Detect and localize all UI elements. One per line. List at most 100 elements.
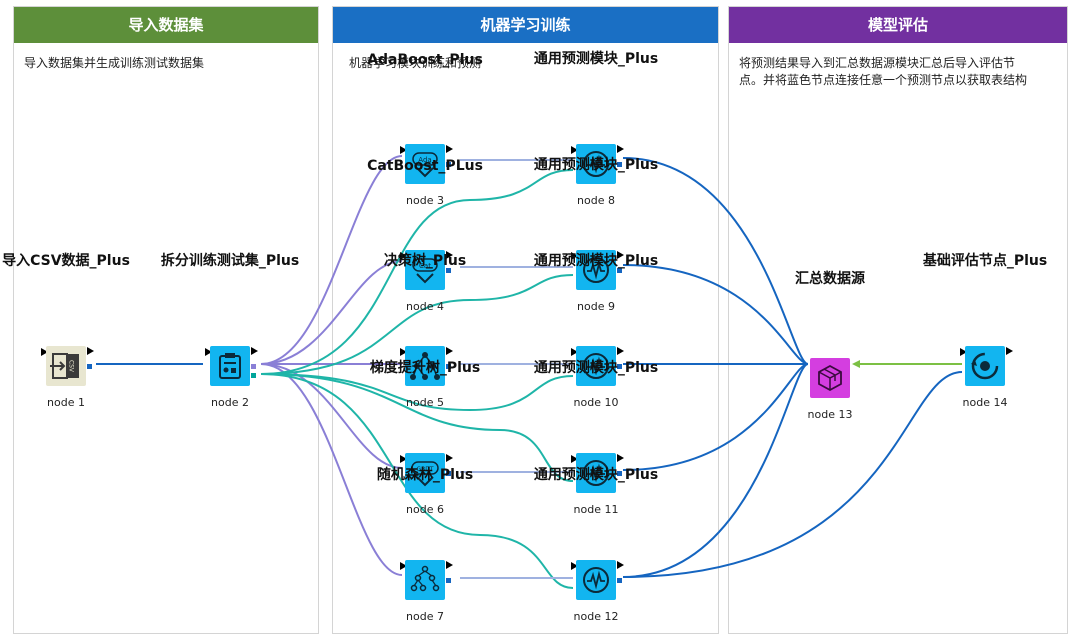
output-port[interactable] [446, 347, 453, 355]
edge-n11-n13 [622, 363, 809, 471]
predict-icon [576, 144, 616, 184]
node-title: 基础评估节点_Plus [922, 253, 1048, 269]
node-title: 拆分训练测试集_Plus [160, 253, 300, 269]
node-title: AdaBoost_Plus [367, 52, 483, 68]
svg-text:CSV: CSV [68, 360, 75, 373]
train-output-port[interactable] [251, 364, 256, 369]
node-id-label: node 8 [577, 194, 615, 207]
edge-n12-n14 [622, 371, 963, 578]
node-id-label: node 12 [573, 610, 619, 623]
evaluate-icon [965, 346, 1005, 386]
predict-icon [576, 560, 616, 600]
random-forest-icon [405, 560, 445, 600]
panel-import: 导入数据集 导入数据集并生成训练测试数据集 [13, 6, 319, 634]
panel-title: 机器学习训练 [333, 7, 718, 43]
output-port[interactable] [617, 145, 624, 153]
output-port[interactable] [617, 251, 624, 259]
node-id-label: node 7 [406, 610, 444, 623]
node-id-label: node 13 [807, 408, 853, 421]
edge-n2-n4 [260, 260, 403, 365]
output-port[interactable] [446, 145, 453, 153]
edge-n2-n3 [260, 155, 403, 365]
svg-text:GBDT: GBDT [416, 466, 433, 473]
edge-n2-n6 [260, 363, 403, 469]
edge-n2-n8 [260, 169, 574, 375]
node-id-label: node 6 [406, 503, 444, 516]
panel-description: 导入数据集并生成训练测试数据集 [24, 56, 205, 70]
node-title: 决策树_Plus [383, 253, 467, 269]
predict-icon [576, 250, 616, 290]
node-title: 通用预测模块_Plus [533, 467, 659, 483]
predict-icon [576, 346, 616, 386]
output-port[interactable] [1006, 347, 1013, 355]
input-port[interactable] [205, 348, 212, 356]
output-port[interactable] [446, 561, 453, 569]
decision-tree-icon [405, 346, 445, 386]
input-port[interactable] [571, 252, 578, 260]
test-output-port[interactable] [251, 373, 256, 378]
input-port[interactable] [571, 455, 578, 463]
edge-n9-n13 [622, 264, 809, 365]
prediction-output-port[interactable] [617, 578, 622, 583]
prediction-output-port[interactable] [617, 364, 622, 369]
output-port[interactable] [87, 347, 94, 355]
node-id-label: node 14 [962, 396, 1008, 409]
node-title: 通用预测模块_Plus [533, 360, 659, 376]
node-title: 通用预测模块_Plus [533, 51, 659, 67]
node-title: 梯度提升树_Plus [369, 360, 481, 376]
output-port[interactable] [617, 347, 624, 355]
edge-n8-n13 [622, 157, 809, 365]
input-port[interactable] [571, 348, 578, 356]
output-port[interactable] [617, 454, 624, 462]
node-id-label: node 3 [406, 194, 444, 207]
model-output-port[interactable] [446, 364, 451, 369]
model-output-port[interactable] [446, 162, 451, 167]
cube-icon [810, 358, 850, 398]
edge-n12-n13 [622, 363, 809, 578]
panel-title: 导入数据集 [14, 7, 318, 43]
output-port[interactable] [446, 251, 453, 259]
node-id-label: node 2 [211, 396, 249, 409]
node-title: 通用预测模块_Plus [533, 157, 659, 173]
output-port[interactable] [617, 561, 624, 569]
node-title: 随机森林_Plus [376, 467, 474, 483]
edge-n2-n9 [260, 274, 574, 375]
input-port[interactable] [41, 348, 48, 356]
data-output-port[interactable] [87, 364, 92, 369]
output-port[interactable] [446, 454, 453, 462]
panel-evaluation: 模型评估 将预测结果导入到汇总数据源模块汇总后导入评估节点。并将蓝色节点连接任意… [728, 6, 1068, 634]
prediction-output-port[interactable] [617, 162, 622, 167]
node-id-label: node 1 [47, 396, 85, 409]
model-output-port[interactable] [446, 578, 451, 583]
node-id-label: node 11 [573, 503, 619, 516]
model-output-port[interactable] [446, 471, 451, 476]
input-port[interactable] [400, 455, 407, 463]
svg-text:Cat: Cat [419, 262, 431, 270]
panel-title: 模型评估 [729, 7, 1067, 43]
input-port[interactable] [400, 562, 407, 570]
input-port[interactable] [571, 146, 578, 154]
split-icon [210, 346, 250, 386]
csv-import-icon: CSV [46, 346, 86, 386]
output-port[interactable] [251, 347, 258, 355]
input-port[interactable] [571, 562, 578, 570]
edge-n2-n11 [260, 373, 574, 482]
prediction-output-port[interactable] [617, 268, 622, 273]
adaboost-icon: Ada [405, 144, 445, 184]
prediction-output-port[interactable] [617, 471, 622, 476]
input-port[interactable] [400, 146, 407, 154]
model-output-port[interactable] [446, 268, 451, 273]
node-title: 汇总数据源 [795, 271, 865, 287]
input-port[interactable] [400, 348, 407, 356]
node-id-label: node 10 [573, 396, 619, 409]
panel-description: 机器学习模块训练和预测 [349, 56, 482, 70]
edge-arrow [852, 360, 860, 368]
input-port[interactable] [960, 348, 967, 356]
node-title: CatBoost_PLus [367, 158, 483, 174]
svg-text:Ada: Ada [418, 156, 431, 164]
node-id-label: node 4 [406, 300, 444, 313]
edge-n2-n12 [260, 373, 574, 589]
panel-description: 将预测结果导入到汇总数据源模块汇总后导入评估节点。并将蓝色节点连接任意一个预测节… [739, 56, 1028, 87]
input-port[interactable] [400, 252, 407, 260]
